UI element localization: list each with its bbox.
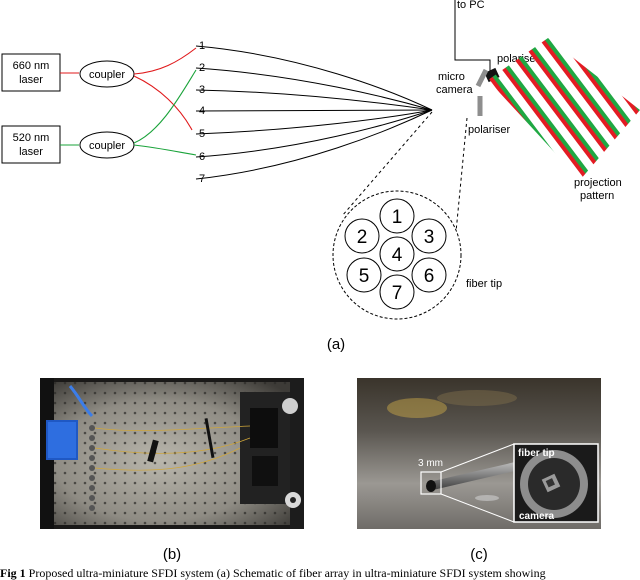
coupler-green-label: coupler: [89, 140, 125, 152]
tip-number-3: 3: [424, 227, 435, 248]
micro-camera-label-1: micro: [438, 71, 465, 83]
projection-label-2: pattern: [580, 190, 614, 202]
fiber-number-6: 6: [199, 151, 205, 163]
laser-520-sub: laser: [19, 146, 43, 158]
photo-optical-bench: [40, 378, 304, 529]
inset-fiber-tip-label: fiber tip: [518, 448, 555, 459]
fiber-number-3: 3: [199, 84, 205, 96]
schematic-diagram: 660 nm laser 520 nm laser coupler couple…: [1, 0, 640, 320]
figure-caption: Fig 1 Proposed ultra-miniature SFDI syst…: [0, 566, 640, 580]
inset-camera-label: camera: [519, 511, 555, 522]
scale-label: 3 mm: [418, 458, 443, 469]
laser-520-box: 520 nm laser: [1, 125, 61, 164]
fiber-tip-cross-section: 1 2 3 4 5 6 7: [332, 190, 462, 320]
caption-text: Proposed ultra-miniature SFDI system (a)…: [25, 566, 546, 580]
tip-number-7: 7: [392, 283, 403, 304]
callout-line-left: [341, 111, 433, 217]
pc-cable: [454, 0, 491, 72]
tip-number-5: 5: [359, 266, 370, 287]
tip-number-1: 1: [392, 207, 403, 228]
tip-number-6: 6: [424, 266, 435, 287]
fiber-number-1: 1: [199, 40, 205, 52]
label-c: (c): [470, 546, 488, 563]
fiber-number-4: 4: [199, 105, 205, 117]
polariser-bottom-label: polariser: [468, 124, 511, 136]
label-b: (b): [162, 546, 182, 563]
fiber-numbers: 1 2 3 4 5 6 7: [199, 40, 205, 185]
fiber-tip-label: fiber tip: [466, 278, 502, 290]
green-coupler-outputs: [133, 69, 197, 156]
to-pc-label: to PC: [457, 0, 485, 11]
photo-probe: 3 mm fiber tip camera: [357, 378, 601, 529]
coupler-red: coupler: [79, 60, 135, 88]
coupler-red-label: coupler: [89, 69, 125, 81]
caption-prefix: Fig 1: [0, 566, 26, 580]
micro-camera-label-2: camera: [436, 84, 474, 96]
photo-probe-background: [357, 378, 601, 529]
coupler-green: coupler: [79, 131, 135, 159]
fiber-number-5: 5: [199, 128, 205, 140]
red-coupler-outputs: [133, 47, 197, 131]
laser-520-label: 520 nm: [13, 132, 50, 144]
laser-660-label: 660 nm: [13, 60, 50, 72]
laser-660-box: 660 nm laser: [1, 53, 61, 92]
label-a: (a): [326, 336, 346, 353]
fiber-bundle: [195, 45, 433, 180]
callout-line-right: [455, 117, 468, 233]
fiber-number-7: 7: [199, 173, 205, 185]
tip-number-2: 2: [357, 227, 368, 248]
tip-number-4: 4: [392, 245, 403, 266]
polariser-top-icon: [475, 68, 489, 88]
laser-660-sub: laser: [19, 74, 43, 86]
projection-label-1: projection: [574, 177, 622, 189]
fiber-number-2: 2: [199, 62, 205, 74]
